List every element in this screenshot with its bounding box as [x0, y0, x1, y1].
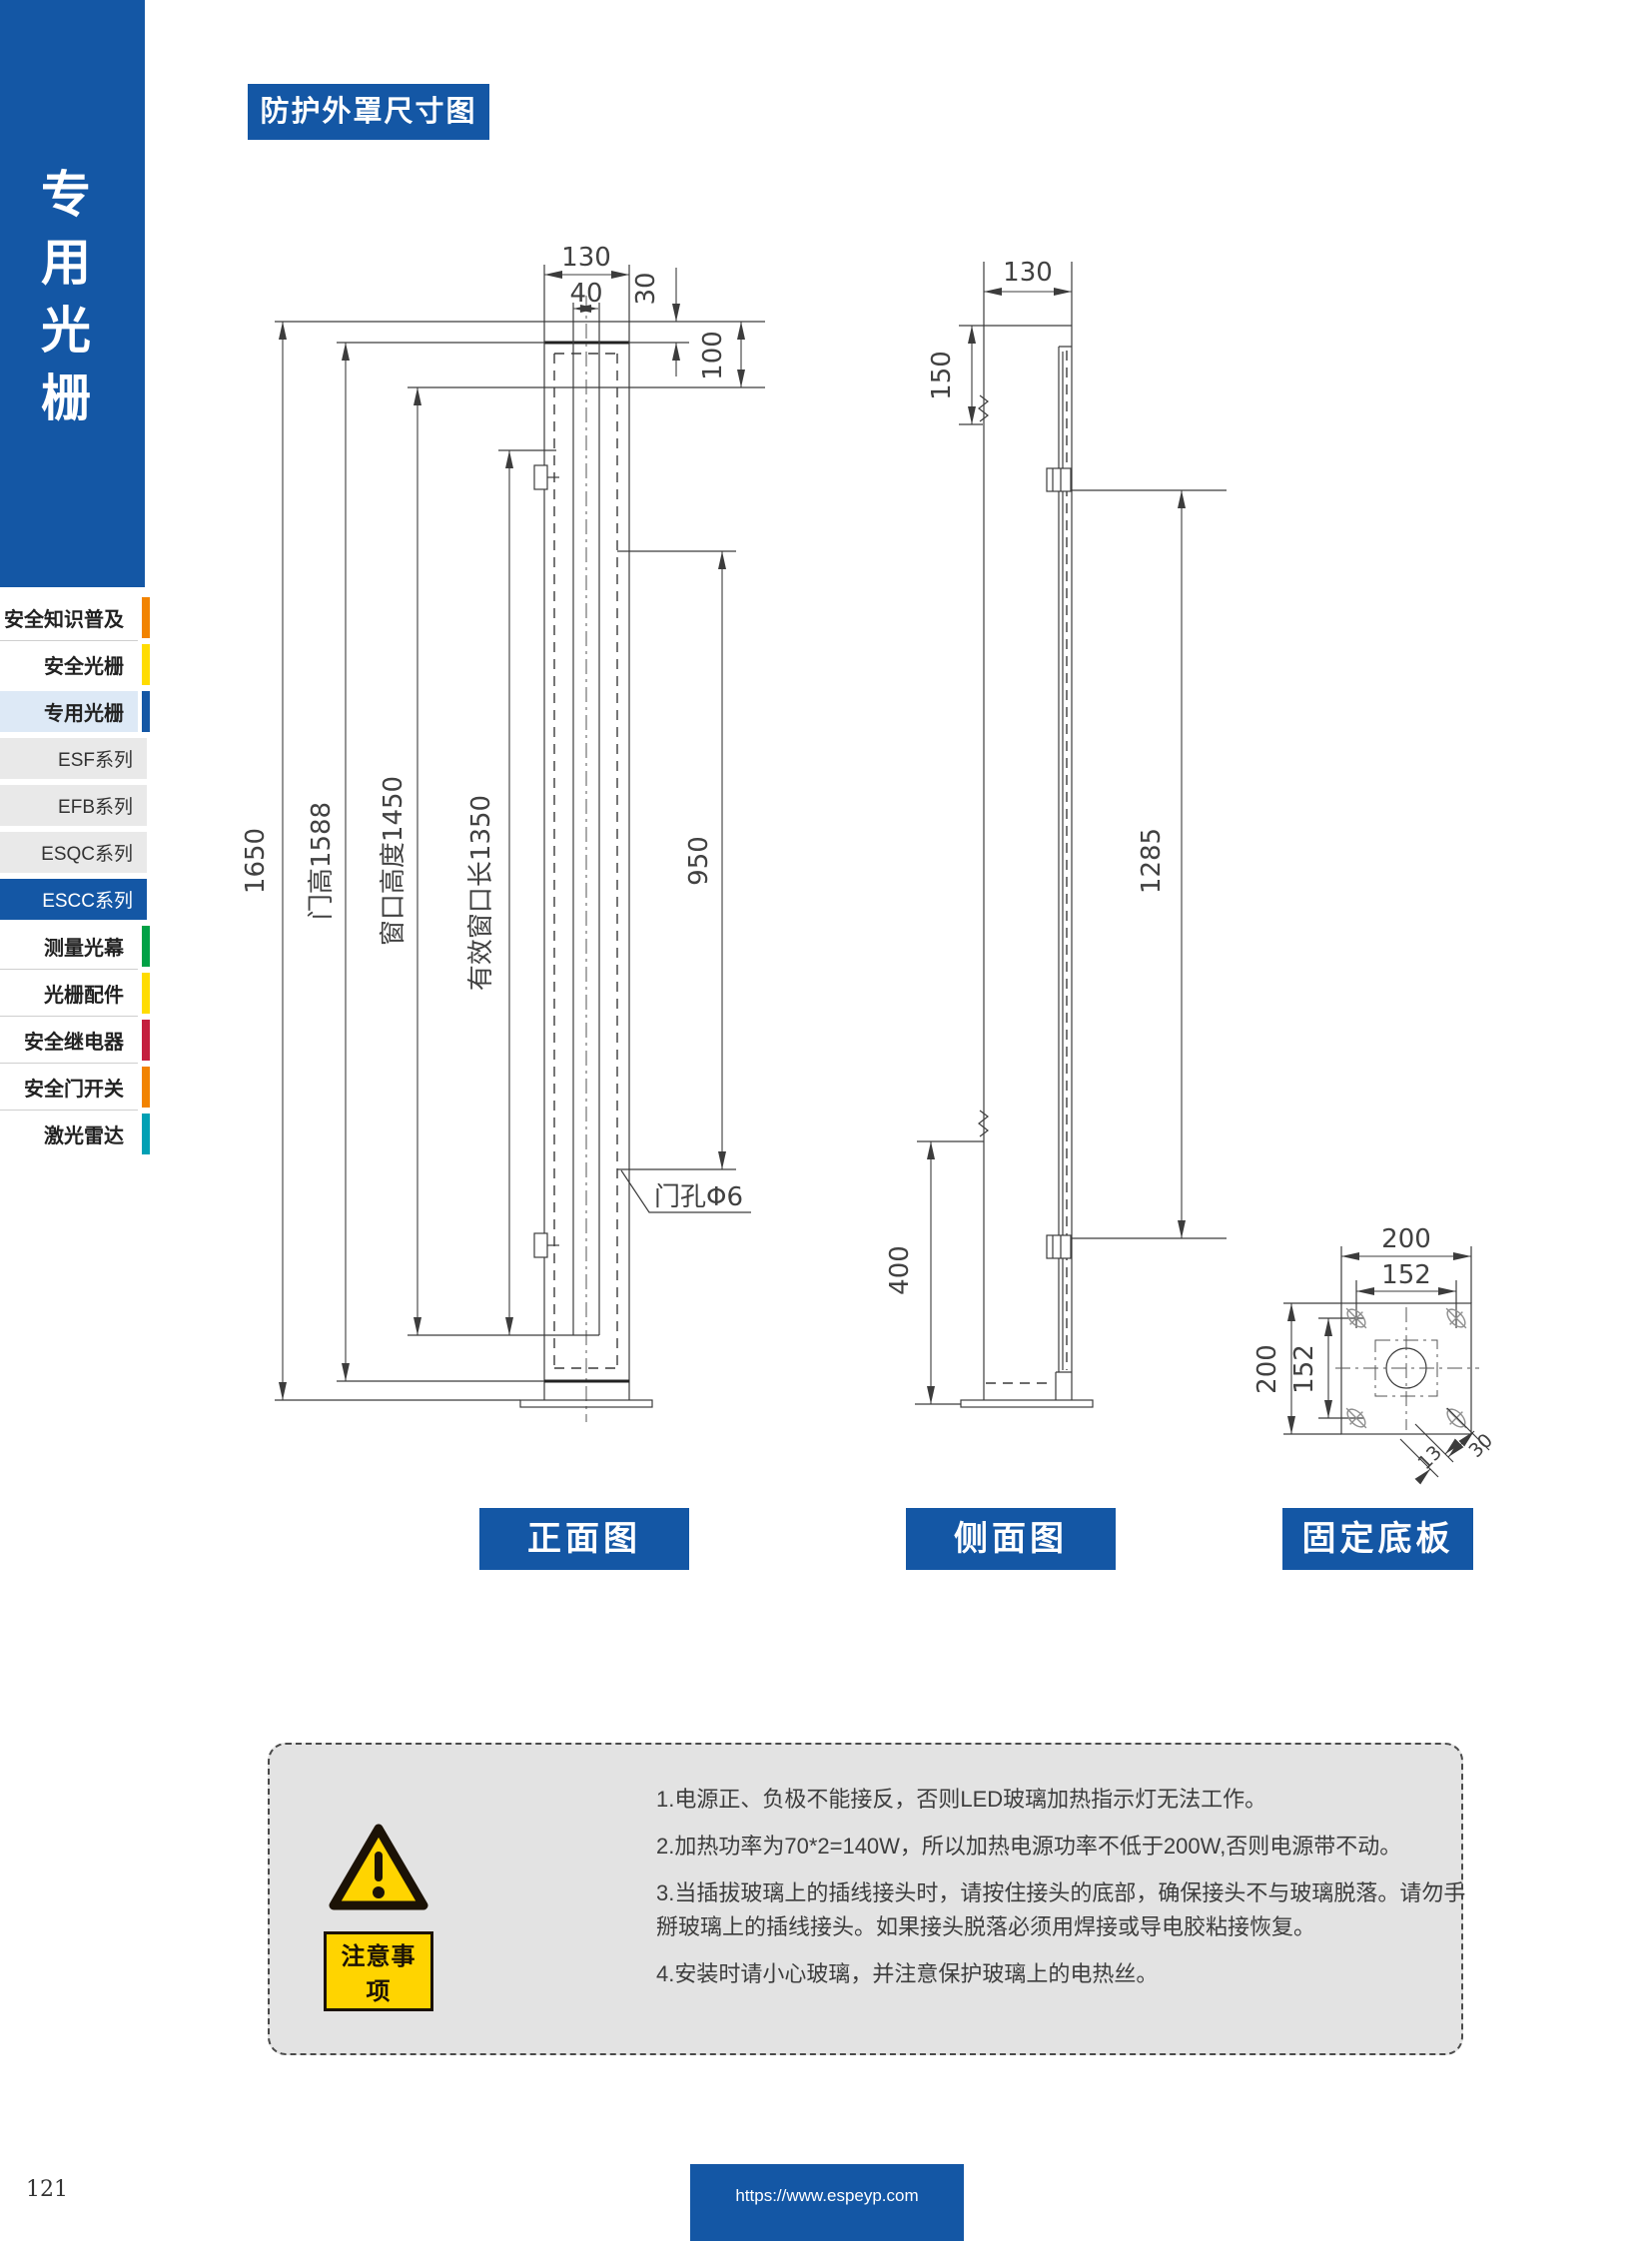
front-dim-30: 30: [631, 272, 661, 305]
front-dim-950: 950: [684, 836, 714, 886]
caption-base-plate: 固定底板: [1282, 1508, 1473, 1570]
sidebar-item-safety-relay[interactable]: 安全继电器: [0, 1016, 150, 1061]
base-plate-view: 200 152 200 152: [1252, 1224, 1497, 1485]
sidebar-menu: 安全知识普及 安全光栅 专用光栅 ESF系列 EFB系列 ESQC系列 ESCC…: [0, 597, 150, 1160]
base-dim-152-top: 152: [1381, 1260, 1431, 1290]
base-dim-152-left: 152: [1289, 1344, 1319, 1394]
sidebar-vertical-title: 专用光栅: [34, 168, 90, 439]
side-dim-400: 400: [885, 1245, 915, 1295]
base-dim-200-left: 200: [1252, 1344, 1282, 1394]
sidebar-item-accessories[interactable]: 光栅配件: [0, 969, 150, 1014]
side-dim-130: 130: [1003, 258, 1053, 288]
front-dim-130: 130: [561, 243, 611, 273]
accent-bar: [142, 1020, 150, 1061]
base-dim-200-top: 200: [1381, 1224, 1431, 1254]
front-door-hole-label: 门孔Φ6: [654, 1182, 743, 1212]
sidebar-item-measuring-light-curtain[interactable]: 测量光幕: [0, 926, 150, 967]
caption-front-view: 正面图: [479, 1508, 689, 1570]
notes-list: 1.电源正、负极不能接反，否则LED玻璃加热指示灯无法工作。 2.加热功率为70…: [656, 1783, 1467, 2004]
note-item-1: 1.电源正、负极不能接反，否则LED玻璃加热指示灯无法工作。: [656, 1787, 1267, 1812]
front-dim-100: 100: [698, 331, 728, 380]
sidebar-item-laser-radar[interactable]: 激光雷达: [0, 1110, 150, 1154]
mount-hole: [1445, 1307, 1467, 1329]
accent-bar: [142, 1114, 150, 1154]
sidebar-item-escc-series[interactable]: ESCC系列: [0, 879, 147, 920]
sidebar-item-safety-door-switch[interactable]: 安全门开关: [0, 1063, 150, 1108]
note-item-2: 2.加热功率为70*2=140W，所以加热电源功率不低于200W,否则电源带不动…: [656, 1834, 1402, 1860]
accent-bar: [142, 691, 150, 732]
page-number: 121: [26, 2177, 68, 2202]
accent-bar: [142, 973, 150, 1014]
mount-hole: [1345, 1307, 1367, 1329]
mount-hole: [1445, 1407, 1467, 1429]
sidebar-item-safety-light-curtain[interactable]: 安全光栅: [0, 640, 150, 685]
mount-hole: [1345, 1407, 1367, 1429]
side-dim-150: 150: [927, 351, 957, 400]
accent-bar: [142, 597, 150, 638]
accent-bar: [142, 1067, 150, 1108]
front-dim-door-1588: 门高1588: [307, 802, 337, 920]
page-title: 防护外罩尺寸图: [248, 84, 489, 140]
sidebar-item-efb-series[interactable]: EFB系列: [0, 785, 147, 826]
accent-bar: [142, 926, 150, 967]
caption-side-view: 侧面图: [906, 1508, 1116, 1570]
side-view: 130 150 1285 400: [885, 258, 1227, 1408]
sidebar-item-safety-knowledge[interactable]: 安全知识普及: [0, 597, 150, 638]
front-dim-1650: 1650: [241, 828, 271, 894]
front-view: 门孔Φ6 130 40 30 100 1650 门高1588 窗口高度1450 …: [241, 243, 765, 1422]
footer-url[interactable]: https://www.espeyp.com: [690, 2164, 964, 2241]
sidebar-hero: 专用光栅: [0, 0, 145, 587]
sidebar-item-esf-series[interactable]: ESF系列: [0, 738, 147, 779]
sidebar-item-special-light-curtain[interactable]: 专用光栅: [0, 691, 150, 732]
side-dim-1285: 1285: [1137, 828, 1167, 894]
front-dim-40: 40: [569, 279, 602, 309]
warning-block: 注意事项: [324, 1821, 433, 2011]
warning-triangle-icon: [329, 1824, 428, 1910]
front-dim-window-1450: 窗口高度1450: [379, 776, 409, 946]
accent-bar: [142, 644, 150, 685]
note-item-4: 4.安装时请小心玻璃，并注意保护玻璃上的电热丝。: [656, 1961, 1159, 1987]
front-dim-effective-1350: 有效窗口长1350: [466, 795, 496, 991]
sidebar-item-esqc-series[interactable]: ESQC系列: [0, 832, 147, 873]
notes-box: 注意事项 1.电源正、负极不能接反，否则LED玻璃加热指示灯无法工作。 2.加热…: [268, 1743, 1465, 2055]
notes-badge: 注意事项: [324, 1931, 433, 2011]
base-dim-13: 13: [1413, 1441, 1446, 1474]
note-item-3: 3.当插拔玻璃上的插线接头时，请按住接头的底部，确保接头不与玻璃脱落。请勿手掰玻…: [656, 1880, 1466, 1940]
